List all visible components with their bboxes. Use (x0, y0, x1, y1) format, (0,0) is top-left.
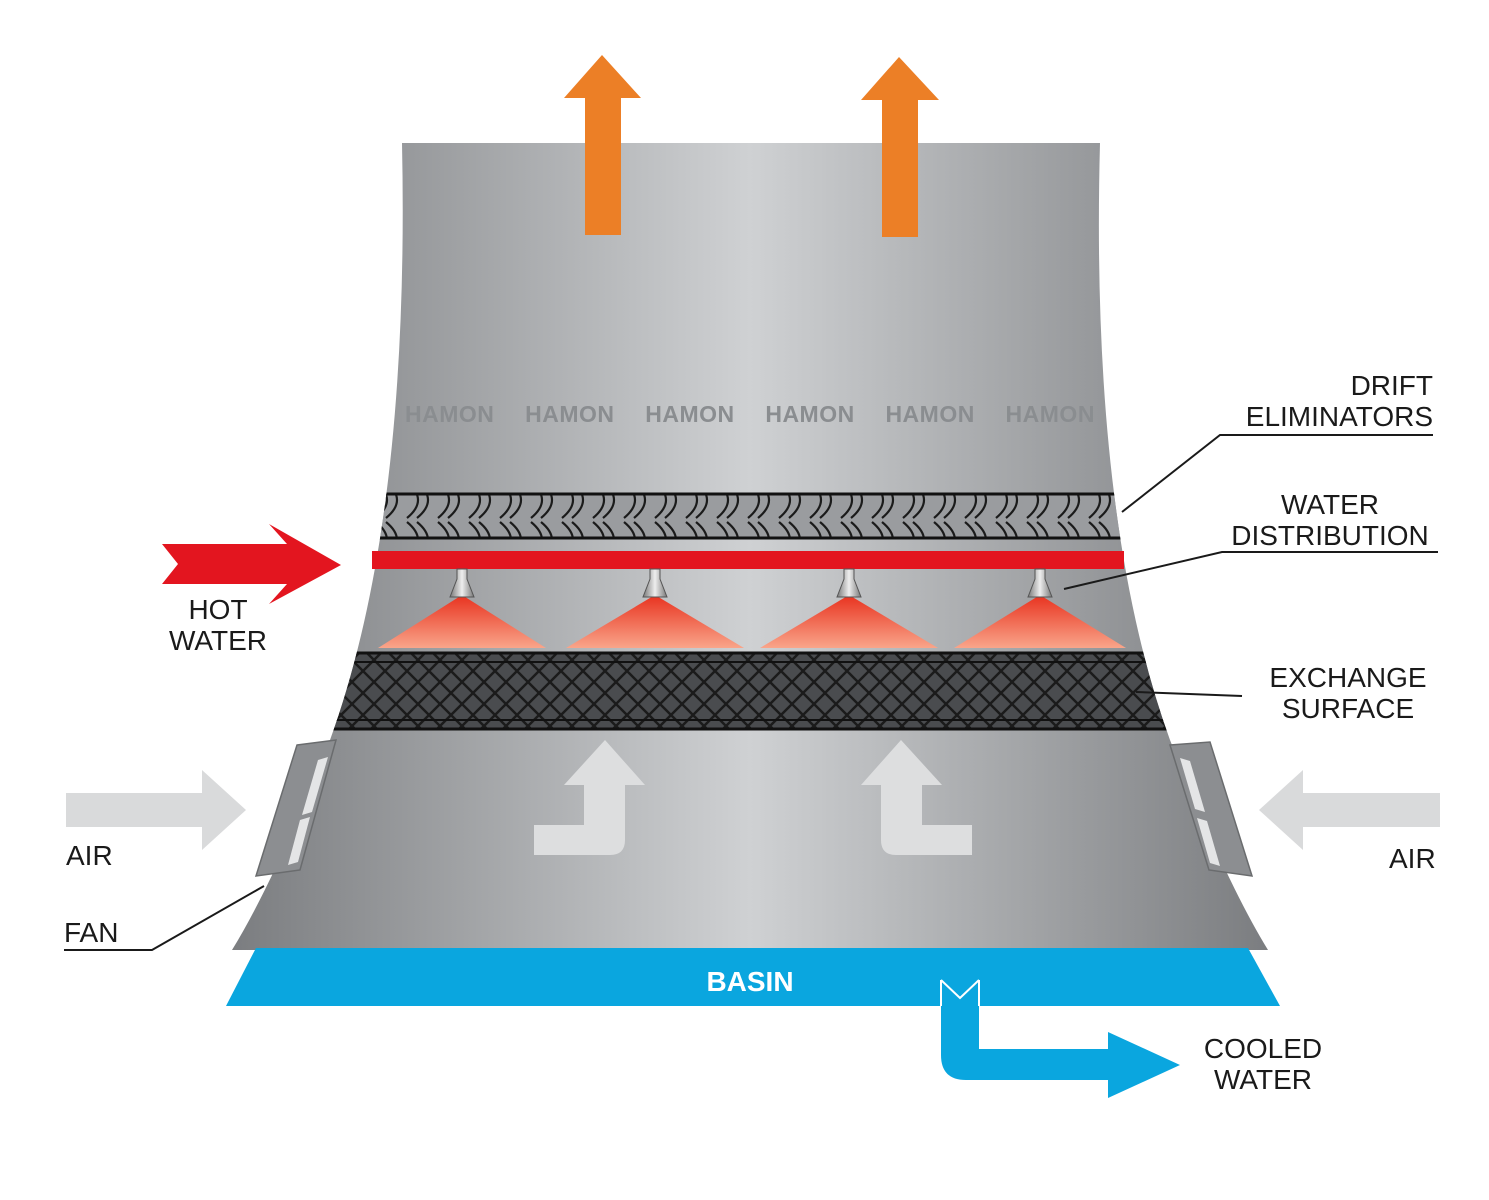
watermark-text: HAMON (405, 401, 495, 427)
air-flow-up-arrow-icon (861, 740, 972, 855)
cooled-water-arrow-icon (941, 980, 1180, 1098)
spray-cone (760, 595, 938, 648)
label-water-distribution: WATER DISTRIBUTION (1231, 489, 1429, 551)
spray-nozzle-icon (1027, 568, 1053, 598)
leader-lines (64, 434, 1438, 951)
label-air-left: AIR (66, 840, 113, 871)
basin (226, 948, 1280, 1006)
watermark-text: HAMON (885, 401, 975, 427)
watermark-text: HAMON (645, 401, 735, 427)
spray-cone (378, 595, 546, 648)
exhaust-arrow-icon (564, 55, 641, 235)
exhaust-arrow-icon (861, 57, 939, 237)
spray-nozzle-icon (642, 568, 668, 598)
spray-cone (566, 595, 744, 648)
air-arrow-icon (66, 770, 246, 850)
drift-eliminators-band (360, 494, 1140, 538)
label-exchange-surface: EXCHANGE SURFACE (1269, 662, 1427, 724)
label-cooled-water: COOLED WATER (1203, 1033, 1323, 1095)
label-fan: FAN (64, 917, 119, 948)
air-arrow-icon (1259, 770, 1440, 850)
fan-louver-icon (1169, 741, 1254, 877)
fan-louver-icon (254, 739, 338, 877)
label-basin: BASIN (706, 966, 794, 997)
falling-water-droplets (430, 662, 1073, 900)
water-distribution-pipe (372, 551, 1124, 569)
air-flow-up-arrow-icon (534, 740, 645, 855)
spray-nozzles (378, 568, 1126, 648)
label-air-right: AIR (1389, 843, 1436, 874)
spray-cone (954, 595, 1126, 648)
spray-nozzle-icon (836, 568, 862, 598)
label-hot-water: HOT WATER (169, 594, 267, 656)
watermark-text: HAMON (765, 401, 855, 427)
watermark-text: HAMON (1005, 401, 1095, 427)
spray-nozzle-icon (449, 568, 475, 598)
watermark-text: HAMON (525, 401, 615, 427)
tower-shell (232, 143, 1268, 950)
hamon-watermark: HAMON HAMON HAMON HAMON HAMON HAMON (405, 401, 1095, 428)
hot-water-arrow-icon (162, 524, 341, 604)
label-drift-eliminators: DRIFT ELIMINATORS (1245, 370, 1433, 432)
